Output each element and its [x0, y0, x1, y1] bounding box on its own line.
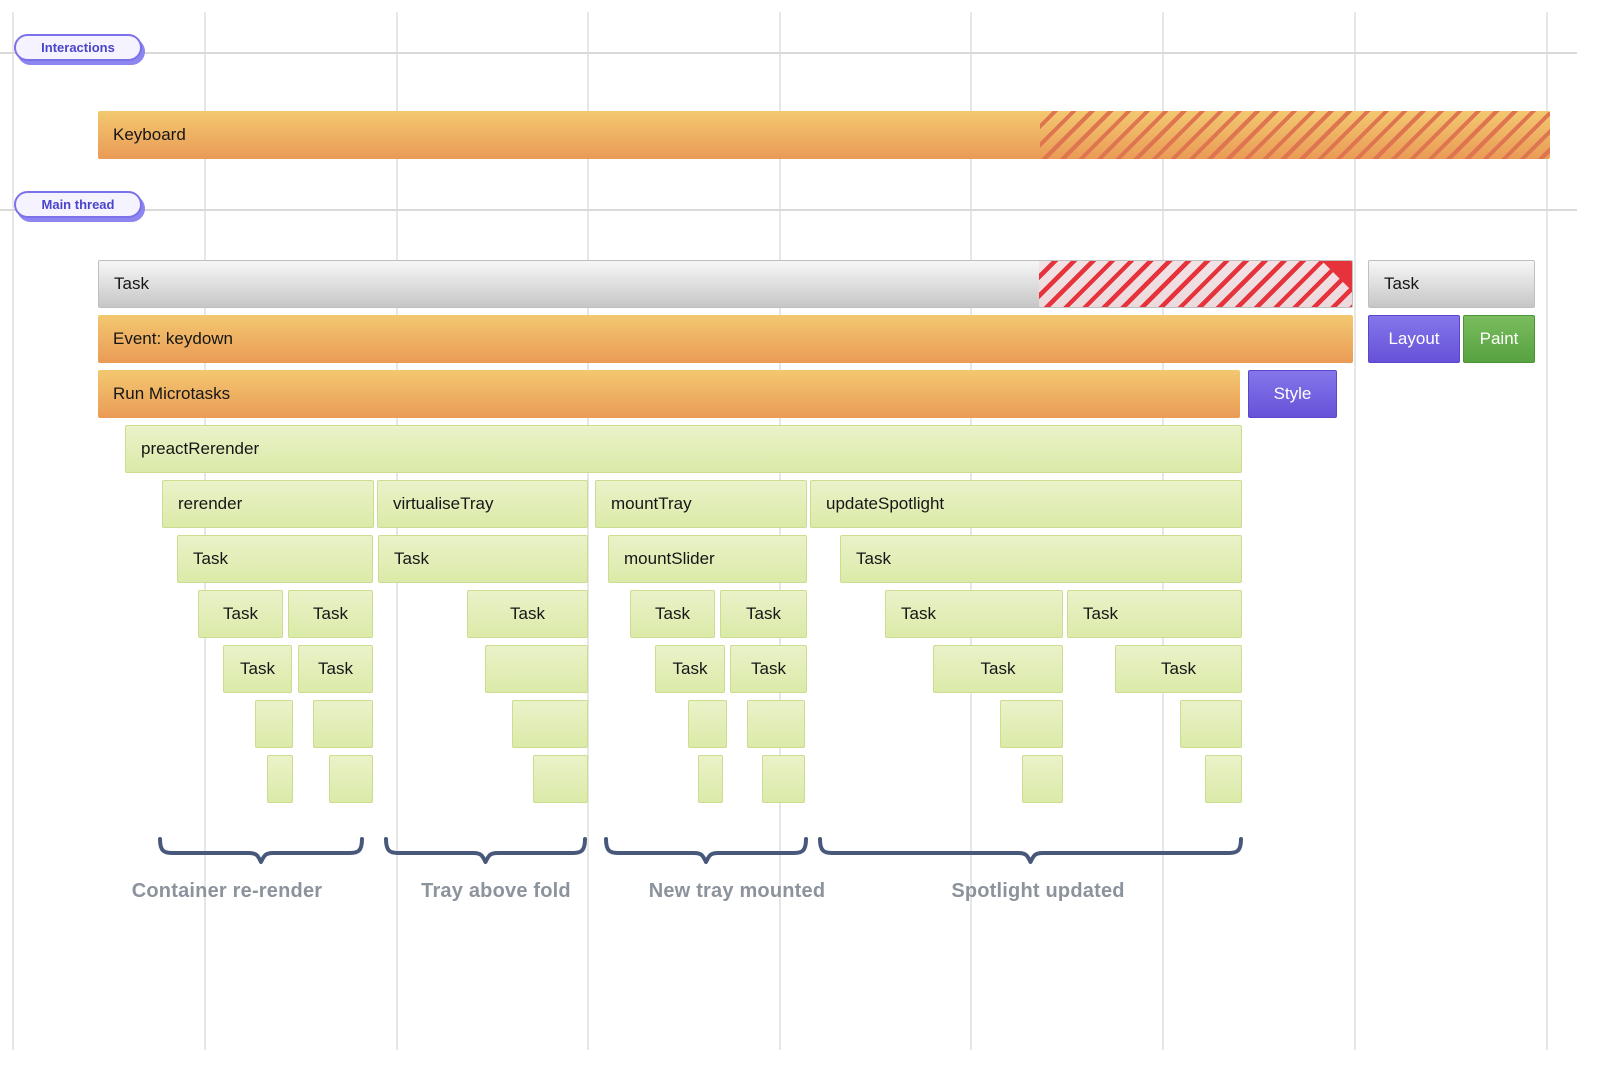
- update-spotlight-bar[interactable]: updateSpotlight: [810, 480, 1242, 528]
- task-bar[interactable]: Task: [885, 590, 1063, 638]
- subtask-bar[interactable]: [747, 700, 805, 748]
- task-bar[interactable]: Task: [1067, 590, 1242, 638]
- grid-vline: [1546, 12, 1548, 1050]
- bar-label: Task: [313, 604, 348, 623]
- subtask-bar[interactable]: [1205, 755, 1242, 803]
- hatched-region: [1039, 261, 1352, 307]
- subtask-bar[interactable]: [1180, 700, 1242, 748]
- subtask-bar[interactable]: [313, 700, 373, 748]
- task-bar[interactable]: Task: [223, 645, 292, 693]
- grid-vline: [587, 12, 589, 1050]
- bar-label: Task: [1161, 659, 1196, 678]
- task-bar[interactable]: Task: [298, 645, 373, 693]
- task-bar[interactable]: Task: [730, 645, 807, 693]
- task-bar[interactable]: Task: [467, 590, 588, 638]
- task-bar[interactable]: Task: [655, 645, 725, 693]
- subtask-bar[interactable]: [485, 645, 588, 693]
- grid-vline: [204, 12, 206, 1050]
- bar-label: Layout: [1388, 329, 1440, 348]
- bar-label: Task: [240, 659, 275, 678]
- bar-label: Run Microtasks: [113, 384, 231, 403]
- task-bar[interactable]: Task: [630, 590, 715, 638]
- bar-label: Keyboard: [113, 125, 186, 144]
- long-task-bar[interactable]: Task: [98, 260, 1353, 308]
- grid-vline: [779, 12, 781, 1050]
- bar-label: updateSpotlight: [826, 494, 945, 513]
- bar-label: Task: [394, 549, 429, 568]
- bar-label: mountTray: [611, 494, 692, 513]
- grid-vline: [396, 12, 398, 1050]
- bar-label: mountSlider: [624, 549, 715, 568]
- task-bar[interactable]: Task: [378, 535, 588, 583]
- bar-label: Task: [1083, 604, 1118, 623]
- phase-annotation-label: Spotlight updated: [951, 880, 1125, 902]
- track-separator-line: [0, 52, 1577, 54]
- paint-bar[interactable]: Paint: [1463, 315, 1535, 363]
- bar-label: Task: [856, 549, 891, 568]
- bar-label: Task: [193, 549, 228, 568]
- curly-brace: [818, 837, 1243, 864]
- bar-label: Task: [655, 604, 690, 623]
- phase-annotation-label: Tray above fold: [421, 880, 571, 902]
- mount-slider-bar[interactable]: mountSlider: [608, 535, 807, 583]
- bar-label: Task: [901, 604, 936, 623]
- subtask-bar[interactable]: [512, 700, 588, 748]
- bar-label: Task: [980, 659, 1016, 678]
- bar-label: Task: [114, 274, 149, 293]
- bar-label: Task: [318, 659, 353, 678]
- task-bar[interactable]: Task: [288, 590, 373, 638]
- interactions-track-pill[interactable]: Interactions: [14, 34, 142, 61]
- run-microtasks-bar[interactable]: Run Microtasks: [98, 370, 1240, 418]
- bar-label: Task: [751, 659, 786, 678]
- layout-bar[interactable]: Layout: [1368, 315, 1460, 363]
- event-keydown-bar[interactable]: Event: keydown: [98, 315, 1353, 363]
- bar-label: Task: [510, 604, 545, 623]
- style-bar[interactable]: Style: [1248, 370, 1337, 418]
- bar-label: rerender: [178, 494, 243, 513]
- task-bar[interactable]: Task: [840, 535, 1242, 583]
- subtask-bar[interactable]: [533, 755, 588, 803]
- subtask-bar[interactable]: [1000, 700, 1063, 748]
- curly-brace: [604, 837, 808, 864]
- bar-label: Task: [223, 604, 258, 623]
- hatched-region: [1040, 111, 1550, 159]
- subtask-bar[interactable]: [1022, 755, 1063, 803]
- phase-annotation-label: New tray mounted: [648, 880, 826, 902]
- subtask-bar[interactable]: [698, 755, 723, 803]
- grid-vline: [12, 12, 14, 1050]
- preact-rerender-bar[interactable]: preactRerender: [125, 425, 1242, 473]
- virtualise-tray-bar[interactable]: virtualiseTray: [377, 480, 588, 528]
- rerender-bar[interactable]: rerender: [162, 480, 374, 528]
- bar-label: preactRerender: [141, 439, 260, 458]
- subtask-bar[interactable]: [688, 700, 727, 748]
- bar-label: virtualiseTray: [393, 494, 494, 513]
- bar-label: Paint: [1479, 329, 1519, 348]
- task-bar[interactable]: Task: [1115, 645, 1242, 693]
- subtask-bar[interactable]: [267, 755, 293, 803]
- bar-label: Task: [1384, 274, 1419, 293]
- mount-tray-bar[interactable]: mountTray: [595, 480, 807, 528]
- curly-brace: [158, 837, 364, 864]
- keyboard-interaction-bar[interactable]: Keyboard: [98, 111, 1550, 159]
- phase-annotation-label: Container re-render: [131, 880, 323, 902]
- subtask-bar[interactable]: [762, 755, 805, 803]
- task-bar[interactable]: Task: [198, 590, 283, 638]
- bar-label: Task: [672, 659, 708, 678]
- task-bar[interactable]: Task: [177, 535, 373, 583]
- subtask-bar[interactable]: [329, 755, 373, 803]
- task-bar[interactable]: Task: [1368, 260, 1535, 308]
- grid-vline: [970, 12, 972, 1050]
- subtask-bar[interactable]: [255, 700, 293, 748]
- bar-label: Event: keydown: [113, 329, 234, 348]
- bar-label: Style: [1273, 384, 1312, 403]
- task-bar[interactable]: Task: [933, 645, 1063, 693]
- curly-brace: [384, 837, 587, 864]
- task-bar[interactable]: Task: [720, 590, 807, 638]
- grid-vline: [1162, 12, 1164, 1050]
- bar-label: Task: [746, 604, 781, 623]
- main-thread-track-pill[interactable]: Main thread: [14, 191, 142, 218]
- grid-vline: [1354, 12, 1356, 1050]
- track-separator-line: [0, 209, 1577, 211]
